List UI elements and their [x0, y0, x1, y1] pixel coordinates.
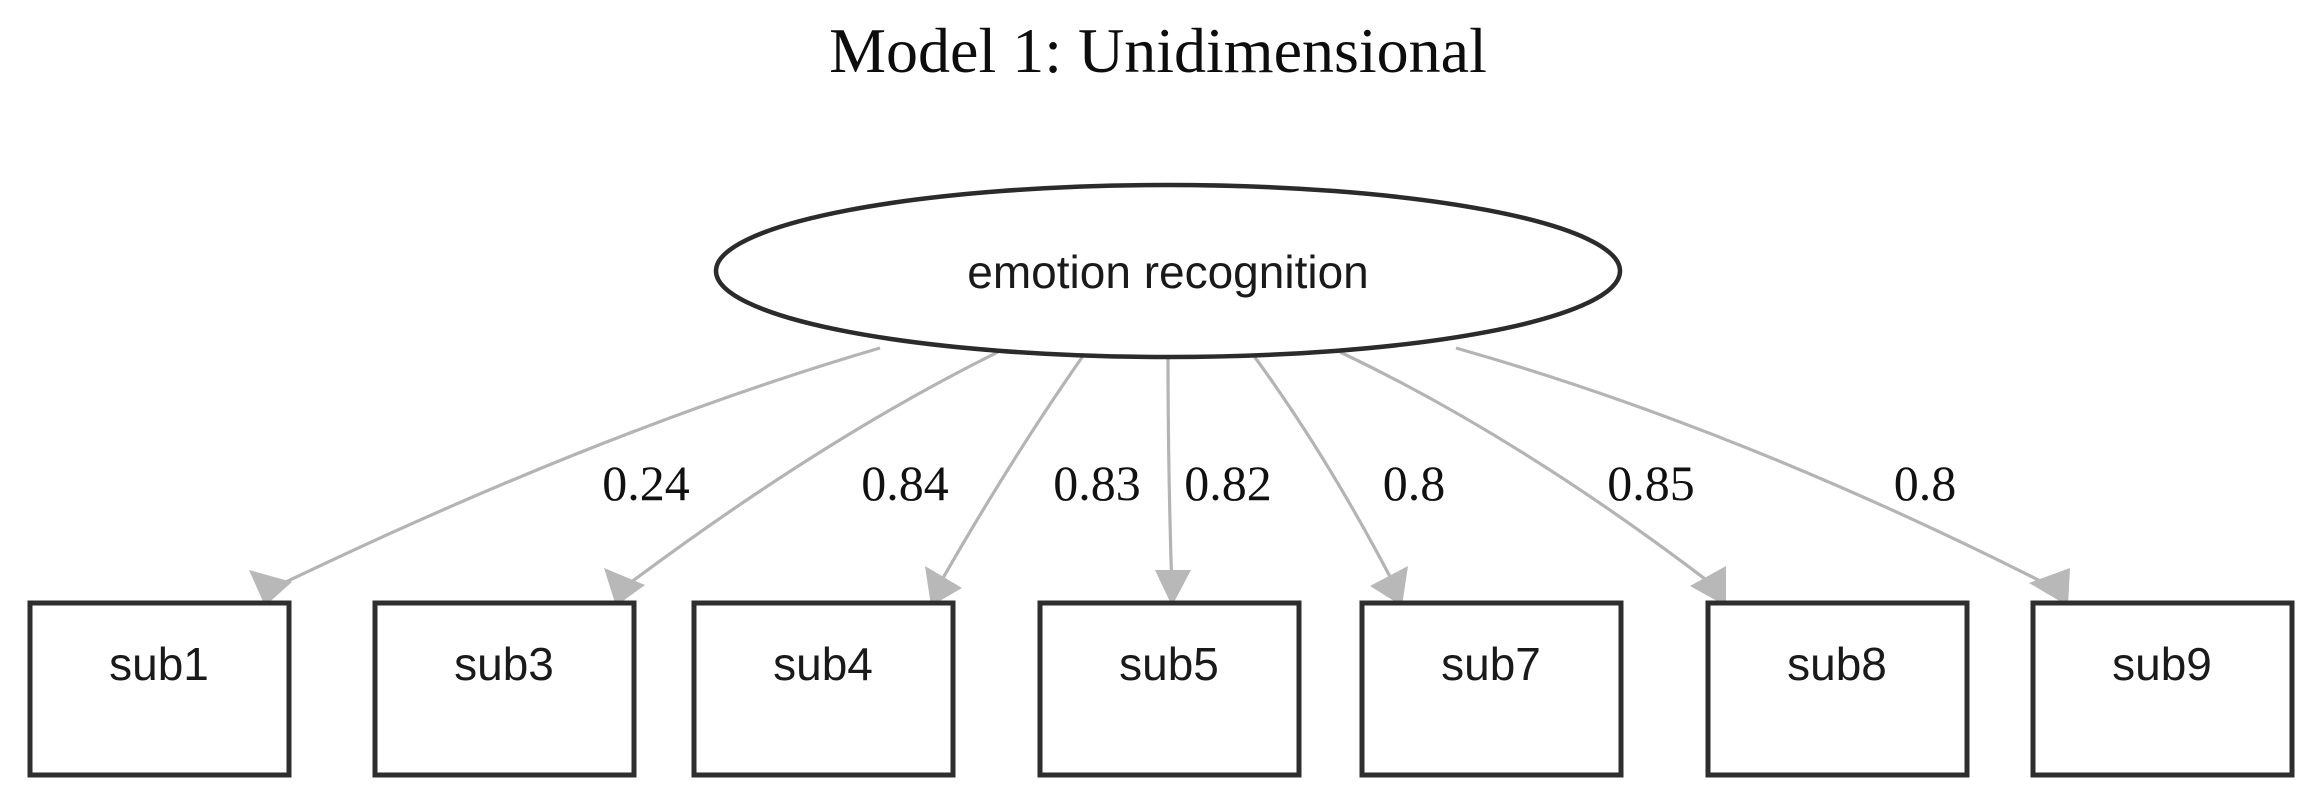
- indicator-label-sub5: sub5: [1119, 638, 1219, 690]
- indicator-node-sub5[interactable]: sub5: [1037, 600, 1302, 778]
- latent-factor-ellipse: [713, 182, 1623, 360]
- indicator-box-sub3: [372, 600, 637, 778]
- indicator-boxes: sub1 sub3 sub4 sub5 sub7 sub8: [27, 600, 2295, 778]
- loading-label-sub8: 0.85: [1607, 455, 1695, 511]
- loading-arrows: [249, 346, 2070, 606]
- indicator-node-sub3[interactable]: sub3: [372, 600, 637, 778]
- loading-arrow-sub3: [617, 350, 999, 594]
- loading-label-sub4: 0.83: [1053, 455, 1141, 511]
- indicator-node-sub7[interactable]: sub7: [1359, 600, 1624, 778]
- loading-label-sub3: 0.84: [861, 455, 949, 511]
- loading-arrow-sub1: [264, 346, 881, 594]
- latent-factor-label: emotion recognition: [967, 246, 1368, 298]
- arrowhead-sub3-icon: [604, 568, 645, 606]
- indicator-label-sub4: sub4: [773, 638, 873, 690]
- indicator-box-sub7: [1359, 600, 1624, 778]
- indicator-node-sub8[interactable]: sub8: [1705, 600, 1970, 778]
- indicator-box-sub8: [1705, 600, 1970, 778]
- indicator-box-sub4: [691, 600, 956, 778]
- arrowhead-sub9-icon: [2029, 568, 2070, 606]
- loading-labels: 0.24 0.84 0.83 0.82 0.8 0.85 0.8: [602, 455, 1956, 511]
- indicator-label-sub9: sub9: [2112, 638, 2212, 690]
- indicator-label-sub3: sub3: [454, 638, 554, 690]
- indicator-label-sub7: sub7: [1441, 638, 1541, 690]
- indicator-label-sub1: sub1: [109, 638, 209, 690]
- arrowhead-sub5-icon: [1155, 570, 1191, 606]
- loading-label-sub1: 0.24: [602, 455, 690, 511]
- diagram-title: Model 1: Unidimensional: [829, 15, 1487, 86]
- loading-arrow-sub7: [1252, 355, 1400, 593]
- arrowhead-sub4-icon: [925, 566, 962, 606]
- loading-arrow-sub9: [1455, 346, 2063, 594]
- indicator-box-sub9: [2030, 600, 2295, 778]
- indicator-node-sub9[interactable]: sub9: [2030, 600, 2295, 778]
- latent-factor-node[interactable]: emotion recognition: [713, 182, 1623, 360]
- indicator-box-sub5: [1037, 600, 1302, 778]
- loading-label-sub9: 0.8: [1894, 455, 1957, 511]
- indicator-node-sub4[interactable]: sub4: [691, 600, 956, 778]
- loading-label-sub5: 0.82: [1184, 455, 1272, 511]
- loading-arrow-sub5: [1166, 356, 1174, 593]
- arrowhead-sub1-icon: [249, 570, 292, 606]
- arrowhead-sub8-icon: [1690, 566, 1726, 606]
- indicator-box-sub1: [27, 600, 292, 778]
- loading-label-sub7: 0.8: [1383, 455, 1446, 511]
- indicator-label-sub8: sub8: [1787, 638, 1887, 690]
- indicator-node-sub1[interactable]: sub1: [27, 600, 292, 778]
- loading-arrow-sub4: [933, 355, 1085, 593]
- arrowhead-sub7-icon: [1370, 566, 1408, 606]
- loading-arrow-sub8: [1339, 350, 1723, 594]
